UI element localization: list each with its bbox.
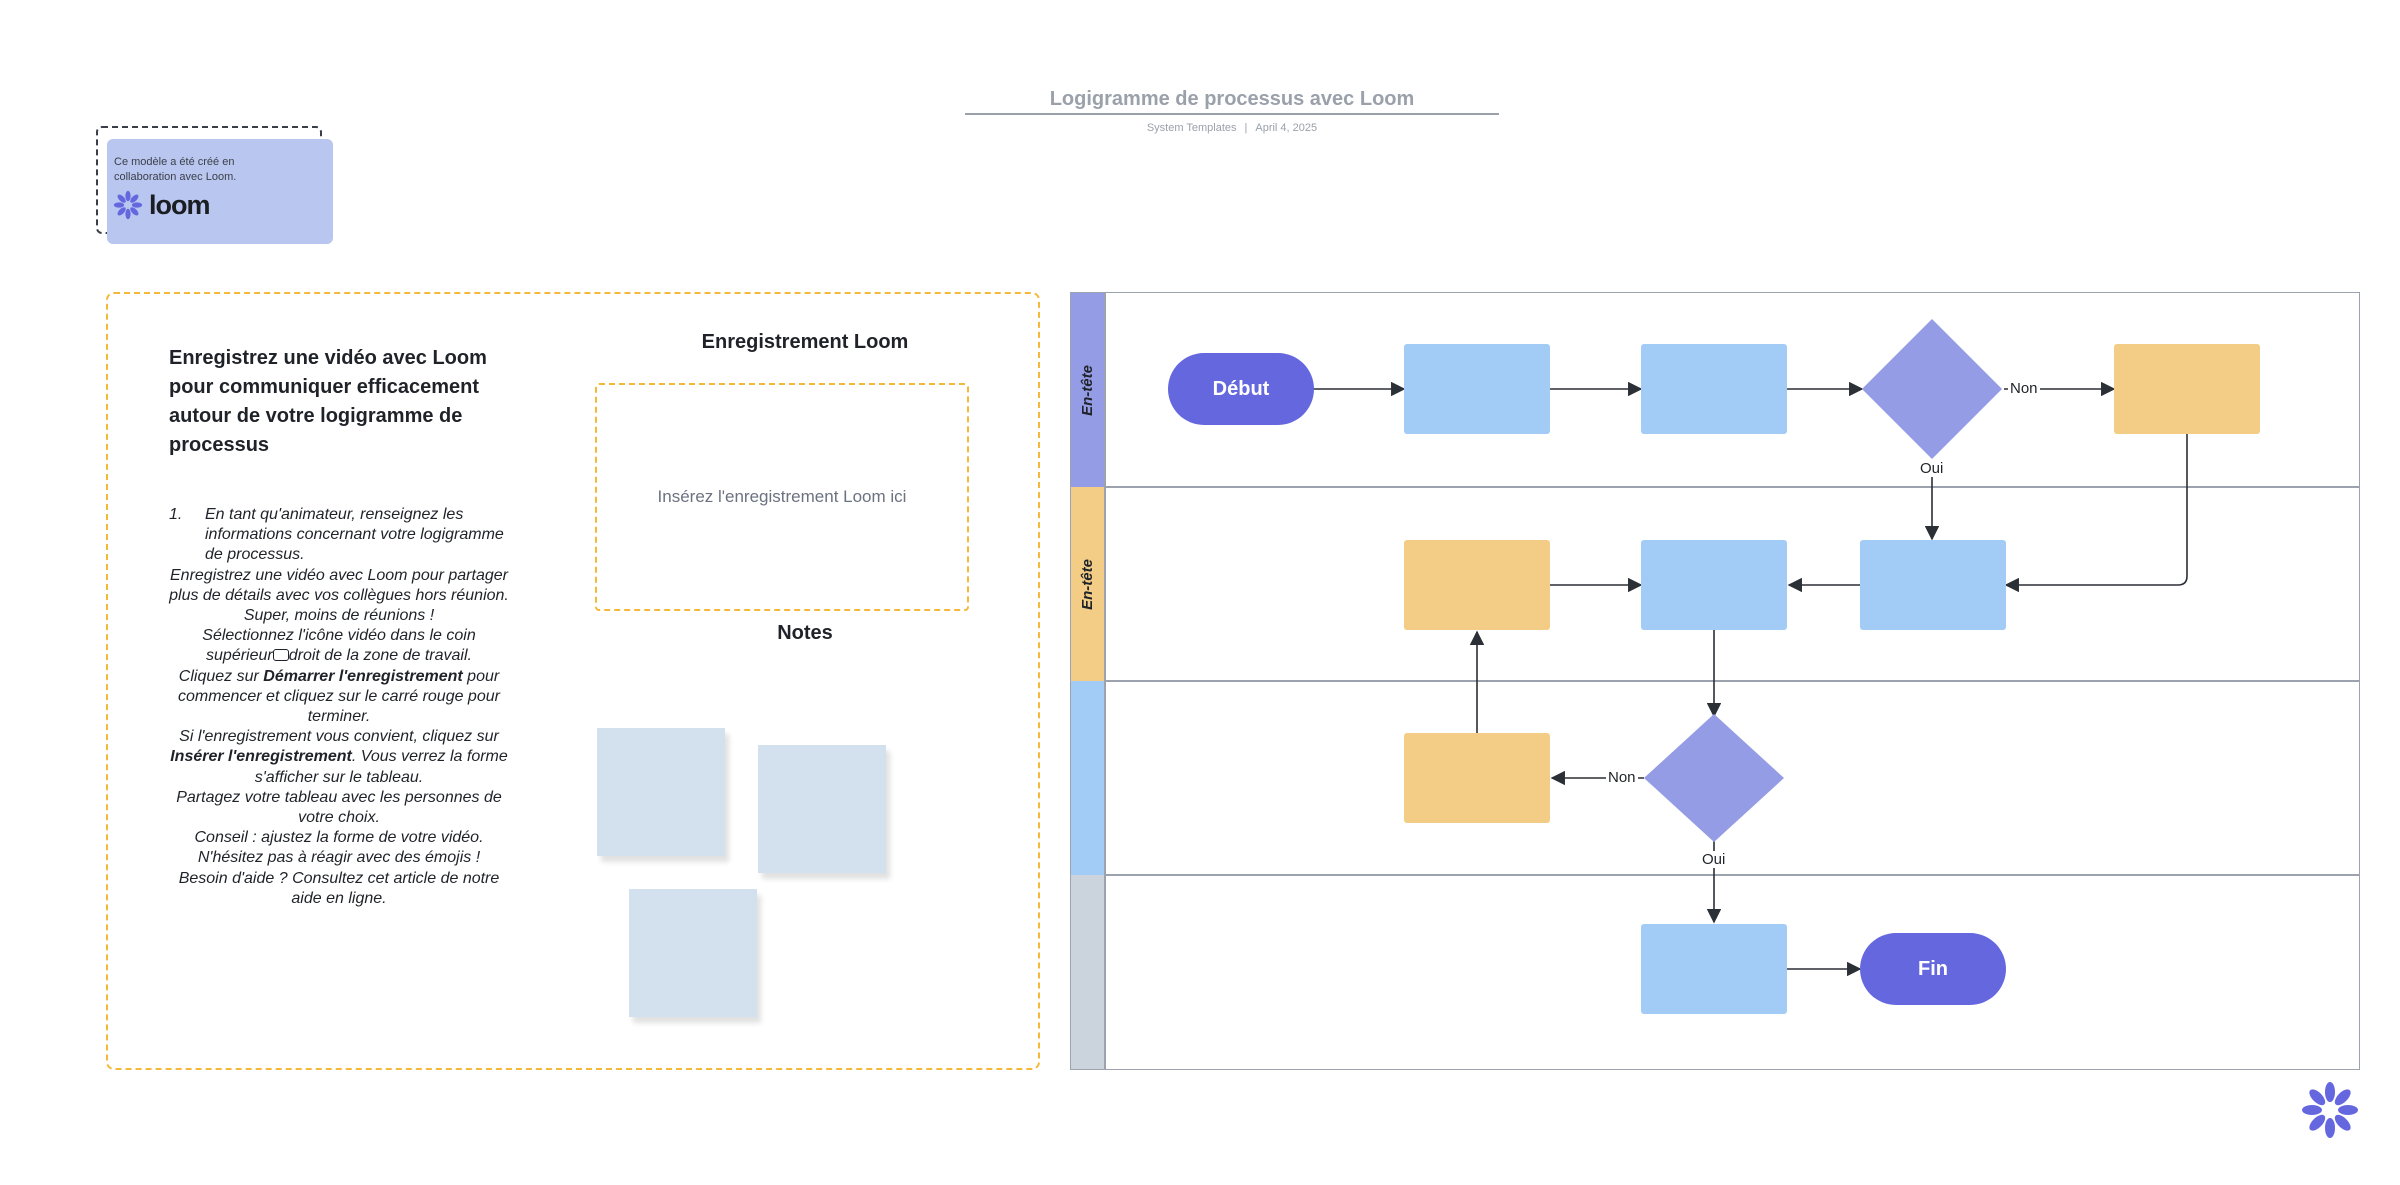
lane-header-1[interactable]: En-tête xyxy=(1071,293,1104,487)
credit-text: Ce modèle a été créé en collaboration av… xyxy=(114,155,314,185)
process-step-4[interactable] xyxy=(1404,540,1550,630)
step-4-bold: Démarrer l'enregistrement xyxy=(263,667,463,685)
instruction-step-5: Si l'enregistrement vous convient, cliqu… xyxy=(169,727,509,788)
loom-corner-icon[interactable] xyxy=(2300,1080,2360,1140)
loom-burst-icon xyxy=(113,190,143,220)
process-step-5[interactable] xyxy=(1641,540,1787,630)
process-final[interactable] xyxy=(1641,924,1787,1014)
video-icon xyxy=(272,649,289,662)
sticky-note-2[interactable] xyxy=(758,745,886,873)
end-node[interactable]: Fin xyxy=(1860,933,2006,1005)
decision2-no-label: Non xyxy=(1606,769,1638,786)
meta-separator: | xyxy=(1244,122,1248,134)
instructions-heading[interactable]: Enregistrez une vidéo avec Loom pour com… xyxy=(169,347,487,456)
sticky-note-1[interactable] xyxy=(597,728,725,856)
lane-header-4[interactable] xyxy=(1071,875,1104,1069)
decision2-yes-label: Oui xyxy=(1700,851,1728,868)
process-step-3[interactable] xyxy=(1860,540,2006,630)
step-3-text-a: Sélectionnez l'icône vidéo dans le coin … xyxy=(202,627,476,665)
lane-header-3[interactable] xyxy=(1071,681,1104,875)
decision-2[interactable] xyxy=(1642,712,1786,844)
loom-logo: loom xyxy=(113,190,210,220)
step-4-text-b: pour commencer et cliquez sur le carré r… xyxy=(178,667,500,726)
decision1-no-label: Non xyxy=(2008,380,2040,397)
instruction-step-7: Conseil : ajustez la forme de votre vidé… xyxy=(194,829,484,867)
board-title[interactable]: Logigramme de processus avec Loom xyxy=(1049,88,1415,110)
instruction-step-8: Besoin d'aide ? Consultez cet article de… xyxy=(178,869,500,907)
step-5-text-b: . Vous verrez la forme s'afficher sur le… xyxy=(254,748,508,786)
step-5-bold: Insérer l'enregistrement xyxy=(170,748,352,766)
process-alt-2[interactable] xyxy=(1404,733,1550,823)
step-number: 1. xyxy=(169,506,183,523)
step-4-text-a: Cliquez sur xyxy=(178,667,259,685)
instruction-step-1: 1. En tant qu'animateur, renseignez les … xyxy=(169,505,509,566)
instructions-list[interactable]: 1. En tant qu'animateur, renseignez les … xyxy=(169,505,509,909)
end-label: Fin xyxy=(1918,957,1948,980)
loom-recording-title[interactable]: Enregistrement Loom xyxy=(701,331,909,353)
process-step-1[interactable] xyxy=(1404,344,1550,434)
sticky-note-3[interactable] xyxy=(629,889,757,1017)
lane-divider-3 xyxy=(1104,874,2360,876)
step-1-text: En tant qu'animateur, renseignez les inf… xyxy=(205,506,504,564)
step-3-text-b: droit de la zone de travail. xyxy=(288,647,472,665)
process-alt-1[interactable] xyxy=(2114,344,2260,434)
board-source: System Templates xyxy=(1146,122,1237,134)
loom-placeholder-text: Insérez l'enregistrement Loom ici xyxy=(657,487,907,506)
decision-1[interactable] xyxy=(1860,317,2004,461)
credit-card[interactable] xyxy=(107,139,333,244)
instruction-step-4: Cliquez sur Démarrer l'enregistrement po… xyxy=(169,667,509,728)
lane-header-2[interactable]: En-tête xyxy=(1071,487,1104,681)
decision1-yes-label: Oui xyxy=(1918,460,1946,477)
start-label: Début xyxy=(1212,377,1270,400)
notes-title[interactable]: Notes xyxy=(777,622,833,644)
credit-line-2: collaboration avec Loom. xyxy=(114,171,237,183)
board-meta: System Templates | April 4, 2025 xyxy=(0,122,2400,134)
title-underline xyxy=(965,113,1499,115)
lane-divider-2 xyxy=(1104,680,2360,682)
loom-recording-placeholder[interactable]: Insérez l'enregistrement Loom ici xyxy=(595,383,969,611)
board-date: April 4, 2025 xyxy=(1255,122,1318,134)
instruction-step-3: Sélectionnez l'icône vidéo dans le coin … xyxy=(169,626,509,666)
lane-divider-1 xyxy=(1104,486,2360,488)
instruction-step-2: Enregistrez une vidéo avec Loom pour par… xyxy=(169,566,509,625)
instruction-step-6: Partagez votre tableau avec les personne… xyxy=(176,788,502,827)
instructions-frame[interactable] xyxy=(106,292,1040,1070)
connector-yellow-to-lane2 xyxy=(2004,434,2188,593)
process-step-2[interactable] xyxy=(1641,344,1787,434)
credit-line-1: Ce modèle a été créé en xyxy=(114,156,235,168)
loom-wordmark: loom xyxy=(149,189,210,220)
step-5-text-a: Si l'enregistrement vous convient, cliqu… xyxy=(179,728,499,746)
start-node[interactable]: Début xyxy=(1168,353,1314,425)
